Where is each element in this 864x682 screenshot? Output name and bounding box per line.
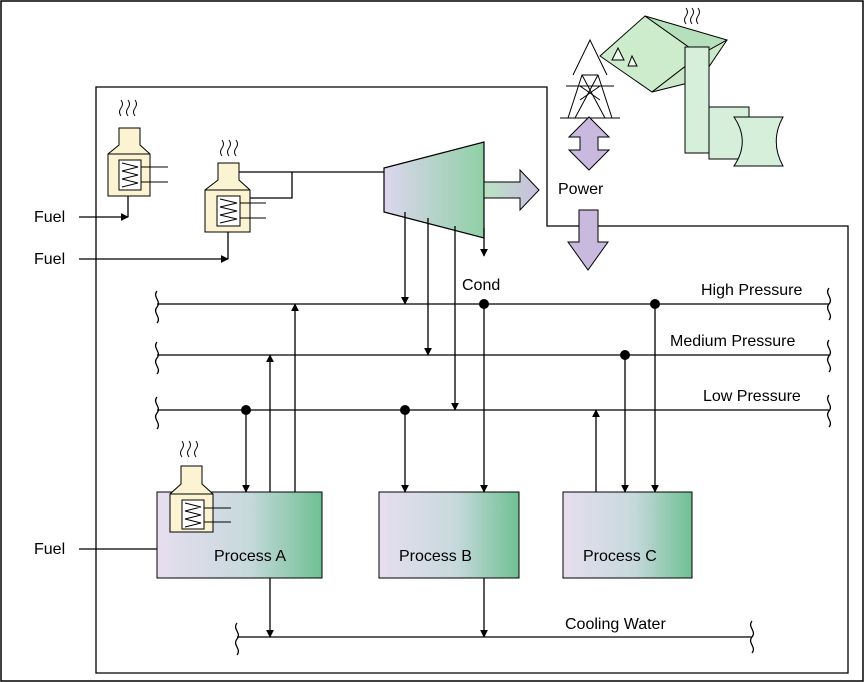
cooling-water-header [234,620,755,656]
steam-wisps-icon [684,7,700,25]
plant-boundary [95,86,849,674]
boiler-icon [107,99,168,197]
junction-dot [479,299,489,309]
power-label: Power [558,181,604,198]
power-down-arrow-icon [567,209,609,271]
process-c-box [562,491,693,579]
process-b-box [378,491,520,579]
steam-wisps-icon [220,139,238,157]
low-pressure-label: Low Pressure [703,388,801,405]
junction-dot [400,405,410,415]
fuel-label-2: Fuel [34,251,65,268]
cond-label: Cond [462,277,500,294]
junction-dot [241,405,251,415]
junction-dot [650,299,660,309]
process-a-label: Process A [214,548,286,565]
junction-dot [620,350,630,360]
steam-wisps-icon [119,99,137,117]
medium-pressure-label: Medium Pressure [670,333,795,350]
steam-turbine-icon [383,141,485,239]
process-c-label: Process C [583,548,657,565]
boiler-icon [204,139,266,233]
high-pressure-header [154,287,832,324]
power-double-arrow-icon [567,116,611,171]
process-b-label: Process B [399,548,472,565]
low-pressure-header [154,394,832,430]
steam-wisps-icon [180,440,198,458]
high-pressure-label: High Pressure [701,282,802,299]
power-plant-icon [684,7,784,167]
fuel-label-1: Fuel [34,209,65,226]
cooling-water-label: Cooling Water [565,616,666,633]
fuel-label-3: Fuel [34,541,65,558]
boiler-icon [169,440,231,533]
turbine-power-arrow-icon [483,168,540,212]
transmission-tower-icon [560,15,729,119]
